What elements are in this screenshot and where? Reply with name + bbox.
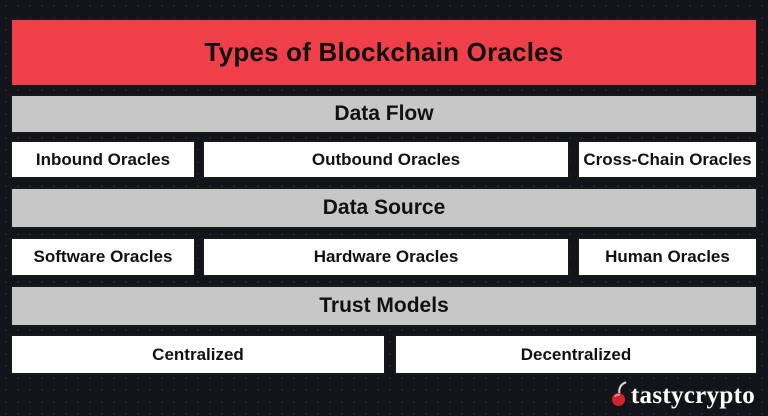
title-banner: Types of Blockchain Oracles (10, 18, 758, 87)
box-label: Centralized (152, 344, 244, 364)
box-centralized: Centralized (10, 334, 386, 375)
section-header-label: Trust Models (319, 294, 449, 317)
box-hardware-oracles: Hardware Oracles (202, 237, 570, 277)
box-human-oracles: Human Oracles (577, 237, 758, 277)
brand-name: tastycrypto (630, 382, 755, 409)
section-header-label: Data Flow (334, 102, 434, 125)
section-header-data-flow: Data Flow (10, 94, 758, 134)
section-header-trust-models: Trust Models (10, 285, 758, 327)
section-header-label: Data Source (322, 196, 446, 219)
brand-logo: tastycrypto (611, 379, 755, 408)
cherry-icon (611, 381, 627, 406)
box-label: Software Oracles (33, 247, 173, 266)
page-title: Types of Blockchain Oracles (204, 37, 564, 67)
box-label: Decentralized (520, 344, 632, 364)
box-label: Outbound Oracles (311, 149, 461, 169)
box-inbound-oracles: Inbound Oracles (10, 140, 196, 179)
box-software-oracles: Software Oracles (10, 237, 196, 277)
box-cross-chain-oracles: Cross-Chain Oracles (577, 140, 758, 179)
box-outbound-oracles: Outbound Oracles (202, 140, 570, 179)
box-label: Cross-Chain Oracles (583, 149, 752, 169)
section-header-data-source: Data Source (10, 187, 758, 229)
box-label: Inbound Oracles (35, 149, 171, 169)
box-label: Human Oracles (605, 247, 730, 266)
box-decentralized: Decentralized (394, 334, 758, 375)
box-label: Hardware Oracles (313, 247, 459, 266)
